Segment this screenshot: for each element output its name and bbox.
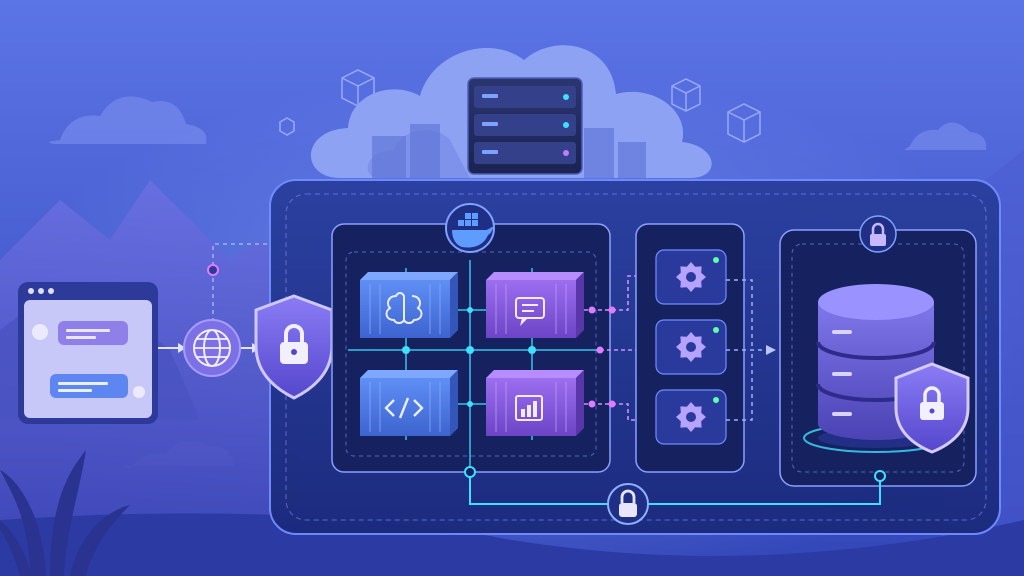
connector-node: [528, 346, 536, 354]
agent-avatar-icon: [133, 386, 145, 398]
arrow-head: [766, 345, 776, 355]
padlock-icon: [870, 234, 886, 246]
connector-node: [464, 466, 476, 478]
cloud-server: [310, 45, 712, 178]
service-card[interactable]: [655, 249, 727, 305]
foreground-ground: [0, 513, 1024, 576]
storage-shield-icon[interactable]: [894, 362, 970, 454]
chat-window-body: [24, 300, 152, 418]
window-dot: [28, 288, 34, 294]
container-ai[interactable]: [360, 272, 458, 338]
connector-node: [402, 346, 410, 354]
storage-lock-badge: [859, 215, 897, 253]
cloud-blocks: [372, 124, 646, 178]
container-code[interactable]: [360, 370, 458, 436]
server-units: [474, 86, 576, 164]
container-analytics[interactable]: [486, 370, 584, 436]
message-icon: [515, 297, 545, 326]
storage-connectors: [726, 279, 768, 421]
server-led: [563, 94, 569, 100]
services-list: [655, 249, 727, 445]
docker-whale-icon: [445, 203, 495, 253]
status-led: [713, 397, 719, 403]
service-card[interactable]: [655, 319, 727, 375]
container-chat[interactable]: [486, 272, 584, 338]
server-led: [563, 122, 569, 128]
secure-link-lock[interactable]: [607, 483, 649, 525]
code-icon: [384, 397, 424, 419]
connector-node: [466, 346, 474, 354]
gateway-shield-icon[interactable]: [254, 294, 334, 400]
globe-icon[interactable]: [183, 319, 241, 377]
secure-loop-connector: [469, 472, 881, 505]
arrow-head: [178, 343, 186, 353]
plant-silhouette: [0, 450, 130, 576]
brain-icon: [385, 292, 423, 324]
window-dot: [38, 288, 44, 294]
server-led: [563, 150, 569, 156]
chat-message-sent: [50, 374, 128, 398]
chat-message-received: [58, 321, 128, 345]
user-avatar-icon: [32, 324, 48, 340]
status-led: [713, 327, 719, 333]
dashed-connector: [212, 243, 268, 330]
chat-window[interactable]: [18, 282, 158, 424]
window-dot: [48, 288, 54, 294]
padlock-icon: [619, 503, 637, 517]
bar-chart-icon: [515, 395, 543, 421]
status-led: [713, 257, 719, 263]
service-card[interactable]: [655, 389, 727, 445]
connector-node: [207, 264, 219, 276]
connector-node: [874, 470, 886, 482]
